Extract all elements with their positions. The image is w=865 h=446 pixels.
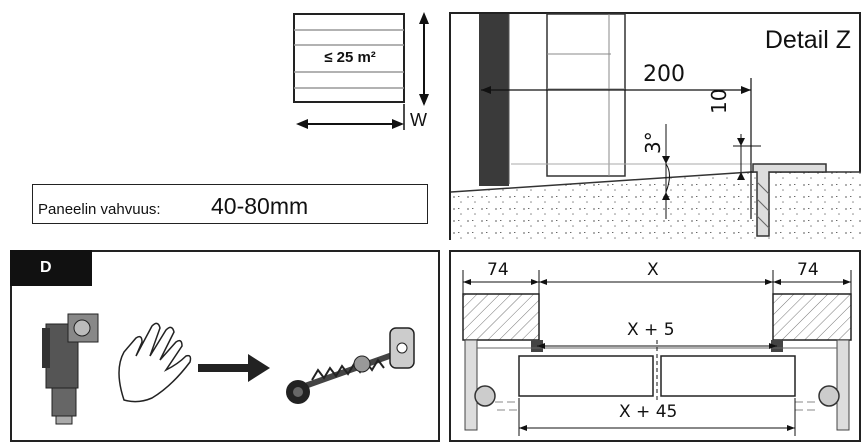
door-area-label: ≤ 25 m² xyxy=(324,49,376,66)
angle-3deg-label: 3° xyxy=(641,131,665,154)
dim-200-label: 200 xyxy=(643,62,685,87)
panel-thickness-prefix: Paneelin vahvuus: xyxy=(38,201,161,218)
section-d-badge: D xyxy=(10,250,92,286)
dim-10-label: 10 xyxy=(707,88,731,114)
section-d-badge-label: D xyxy=(40,259,52,276)
panel-thickness-value: 40-80mm xyxy=(211,193,309,219)
rail-right-offset-label: 74 xyxy=(797,260,819,280)
rail-left-offset-label: 74 xyxy=(487,260,509,280)
section-d-panel: D xyxy=(10,250,440,442)
detail-z-panel: Detail Z 200 10 3° xyxy=(449,12,861,240)
rail-dimension-panel: 74 X 74 X + 5 X + 45 xyxy=(449,250,861,442)
width-label: W xyxy=(410,110,427,130)
rail-dimension-svg xyxy=(462,270,852,436)
rail-inner-label: X + 5 xyxy=(627,320,675,340)
detail-z-svg xyxy=(450,13,861,240)
detail-z-title: Detail Z xyxy=(764,26,851,54)
section-d-svg xyxy=(42,313,415,425)
panel-thickness-box: Paneelin vahvuus: 40-80mm xyxy=(32,184,428,224)
rail-span-label: X xyxy=(647,260,659,280)
rail-outer-label: X + 45 xyxy=(617,402,680,422)
